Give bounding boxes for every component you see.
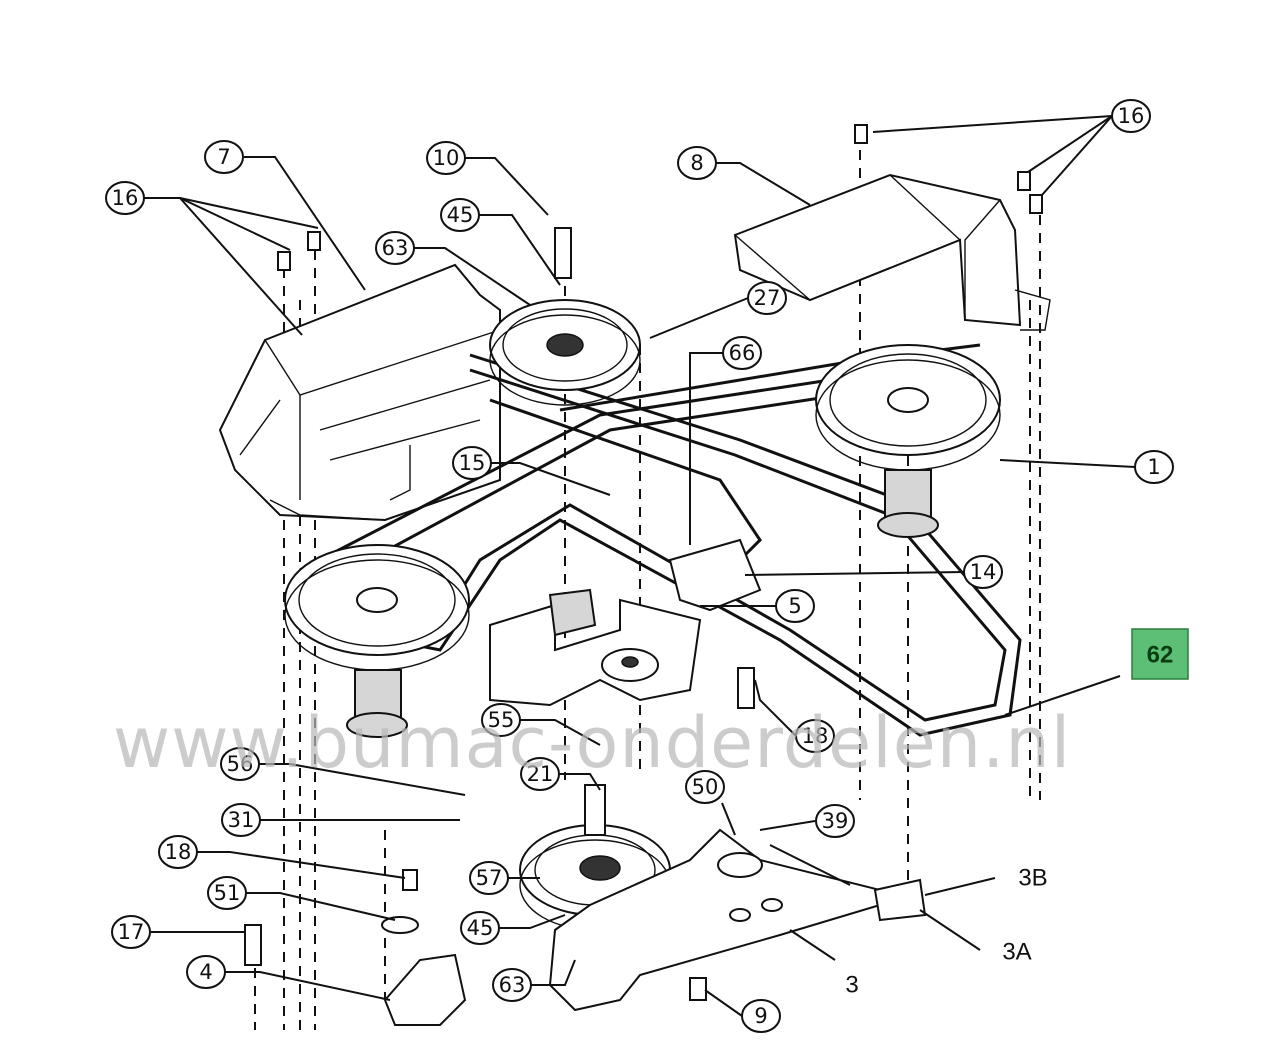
callout-45-lower: 45 <box>460 911 500 945</box>
callout-16-left: 16 <box>105 181 145 215</box>
callout-9-label: 9 <box>754 1004 767 1028</box>
watermark-text: www.bumac-onderdelen.nl <box>113 702 1071 784</box>
callout-5: 5 <box>775 589 815 623</box>
callout-14-label: 14 <box>970 560 997 584</box>
callout-8: 8 <box>677 146 717 180</box>
callout-1: 1 <box>1134 450 1174 484</box>
callout-16-left-label: 16 <box>112 186 139 210</box>
label-3b: 3B <box>1018 865 1047 892</box>
callout-55-label: 55 <box>488 708 515 732</box>
callout-4: 4 <box>186 955 226 989</box>
callout-15-label: 15 <box>459 451 486 475</box>
highlight-62-label: 62 <box>1147 642 1174 669</box>
callout-56: 56 <box>220 747 260 781</box>
plain-labels: 3B 3A 3 <box>845 865 1047 999</box>
callout-39: 39 <box>815 804 855 838</box>
callout-27-label: 27 <box>754 286 781 310</box>
callout-51: 51 <box>207 876 247 910</box>
callout-50: 50 <box>685 770 725 804</box>
callout-10: 10 <box>426 141 466 175</box>
callout-8-label: 8 <box>690 151 703 175</box>
callout-18-lower-label: 18 <box>165 840 192 864</box>
callout-10-label: 10 <box>433 146 460 170</box>
callout-31-label: 31 <box>228 808 255 832</box>
upper-left-pulley <box>489 299 641 406</box>
callout-45-lower-label: 45 <box>467 916 494 940</box>
callout-45-top: 45 <box>440 198 480 232</box>
callout-16-right: 16 <box>1111 99 1151 133</box>
callout-51-label: 51 <box>214 881 241 905</box>
callout-9: 9 <box>741 999 781 1033</box>
callout-7-label: 7 <box>217 145 230 169</box>
left-belt-cover <box>218 263 501 522</box>
tension-bracket <box>548 828 927 1012</box>
label-3: 3 <box>845 972 858 999</box>
callout-50-label: 50 <box>692 775 719 799</box>
callout-18-mid: 18 <box>795 719 835 753</box>
callout-4-label: 4 <box>199 960 212 984</box>
hardware-bolts <box>244 124 1043 1001</box>
callout-39-label: 39 <box>822 809 849 833</box>
right-pulley <box>815 344 1001 538</box>
callout-21: 21 <box>520 757 560 791</box>
callout-45-top-label: 45 <box>447 203 474 227</box>
callouts: 7 10 8 16 16 45 63 27 66 15 1 14 5 18 55… <box>105 99 1174 1033</box>
callout-17-label: 17 <box>118 920 145 944</box>
callout-7: 7 <box>204 140 244 174</box>
leader-lines <box>141 115 1136 1017</box>
label-3a: 3A <box>1002 939 1031 966</box>
lower-left-bracket <box>381 916 467 1026</box>
callout-15: 15 <box>452 446 492 480</box>
callout-18-mid-label: 18 <box>802 724 829 748</box>
callout-17: 17 <box>111 915 151 949</box>
idler-bracket <box>489 538 762 707</box>
callout-55: 55 <box>481 703 521 737</box>
callout-57: 57 <box>469 861 509 895</box>
callout-57-label: 57 <box>476 866 503 890</box>
callout-63-top-label: 63 <box>382 236 409 260</box>
highlight-box <box>1131 628 1189 680</box>
callout-56-label: 56 <box>227 752 254 776</box>
callout-63-lower-label: 63 <box>499 973 526 997</box>
callout-14: 14 <box>963 555 1003 589</box>
callout-66-label: 66 <box>729 341 756 365</box>
callout-1-label: 1 <box>1147 455 1160 479</box>
left-pulley <box>284 544 470 738</box>
callout-5-label: 5 <box>788 594 801 618</box>
callout-21-label: 21 <box>527 762 554 786</box>
callout-27: 27 <box>747 281 787 315</box>
callout-16-right-label: 16 <box>1118 104 1145 128</box>
highlight-62: 62 <box>1131 628 1189 680</box>
callout-31: 31 <box>221 803 261 837</box>
callout-63-top: 63 <box>375 231 415 265</box>
callout-66: 66 <box>722 336 762 370</box>
callout-18-lower: 18 <box>158 835 198 869</box>
callout-63-lower: 63 <box>492 968 532 1002</box>
